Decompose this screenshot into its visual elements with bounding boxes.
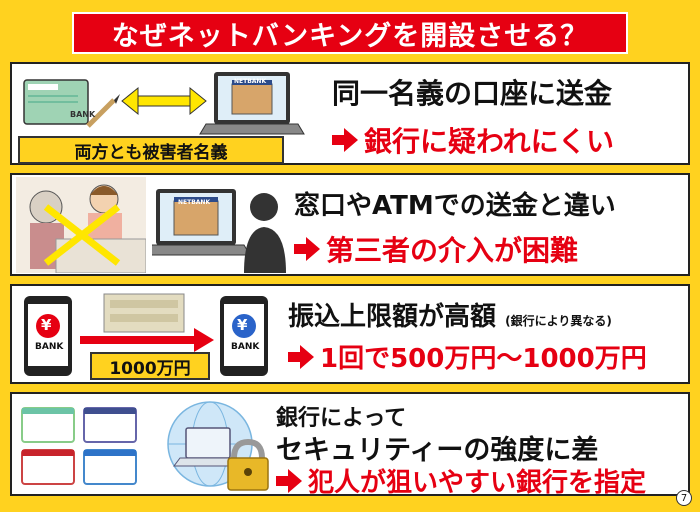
reason-panel-security-gap: 銀行によって セキュリティーの強度に差 犯人が狙いやすい銀行を指定 [10, 392, 690, 499]
reason-panel-same-name: BANK NETBANK 両方とも被害者名義 同一名義の口座に送金 銀行に疑われ… [10, 62, 690, 165]
yen-symbol: ¥ [237, 316, 248, 334]
panel-2-result-text: 第三者の介入が困難 [326, 234, 579, 267]
caption-text: 両方とも被害者名義 [74, 142, 228, 163]
panel-4-result: 犯人が狙いやすい銀行を指定 [276, 462, 646, 499]
red-arrow-icon [80, 328, 214, 352]
panel-2-result: 第三者の介入が困難 [294, 229, 578, 269]
person-with-laptop-illustration [152, 189, 286, 273]
transfer-illustration [24, 293, 268, 376]
red-arrow-icon [332, 128, 358, 152]
double-arrow-icon [121, 86, 207, 116]
padlock-icon [227, 438, 269, 491]
bank-card-icon [83, 449, 137, 485]
red-arrow-icon [276, 468, 302, 493]
passbook-to-laptop-illustration [23, 72, 305, 135]
panel-4-result-text: 犯人が狙いやすい銀行を指定 [308, 468, 647, 498]
reason-panel-high-limit: ¥ ¥ BANK BANK 1000万円 振込上限額が高額 (銀行により異なる)… [10, 284, 690, 384]
smartphone-icon [220, 296, 268, 376]
laptop-icon [173, 427, 243, 467]
panel-1-result: 銀行に疑われにくい [332, 120, 614, 160]
laptop-label: NETBANK [178, 199, 211, 206]
amount-caption: 1000万円 [90, 352, 210, 380]
page-number: 7 [676, 490, 692, 506]
passbook-label: BANK [70, 110, 96, 119]
panel-4-heading-line1: 銀行によって [276, 406, 407, 431]
slide-title: なぜネットバンキングを開設させる？ [111, 20, 589, 52]
phone-label: BANK [35, 342, 64, 352]
bank-counter-illustration [16, 177, 146, 273]
panel-3-heading-text: 振込上限額が高額 [288, 302, 497, 332]
panel-1-heading: 同一名義の口座に送金 [332, 77, 613, 110]
panel-2-heading: 窓口やATMでの送金と違い [294, 191, 616, 221]
laptop-icon [152, 189, 251, 256]
laptop-icon [199, 72, 305, 135]
bank-card-icon [21, 407, 75, 443]
reason-panel-no-third-party: NETBANK 窓口やATMでの送金と違い 第三者の介入が困難 [10, 173, 690, 276]
smartphone-icon [24, 296, 72, 376]
panel-1-result-text: 銀行に疑われにくい [364, 125, 615, 158]
panel-3-result: 1回で500万円〜1000万円 [288, 338, 647, 375]
money-stack-icon [103, 293, 185, 333]
phone-label: BANK [231, 342, 260, 352]
bank-card-icon [21, 449, 75, 485]
amount-caption-text: 1000万円 [109, 358, 191, 379]
pen-icon [86, 94, 120, 128]
panel-3-heading: 振込上限額が高額 (銀行により異なる) [288, 296, 612, 333]
person-silhouette-icon [244, 193, 286, 273]
panel-3-result-text: 1回で500万円〜1000万円 [320, 344, 647, 374]
globe-laptop-lock-illustration [167, 401, 269, 491]
red-arrow-icon [288, 344, 314, 369]
panel-4-heading-line2: セキュリティーの強度に差 [276, 435, 599, 466]
panel-3-note: (銀行により異なる) [505, 314, 612, 328]
red-arrow-icon [294, 237, 320, 261]
laptop-label: NETBANK [234, 78, 267, 85]
yen-symbol: ¥ [41, 316, 52, 334]
victim-name-caption: 両方とも被害者名義 [18, 136, 284, 164]
bank-card-icon [83, 407, 137, 443]
bank-cards-illustration [21, 407, 137, 485]
title-banner: なぜネットバンキングを開設させる？ [72, 12, 628, 54]
passbook-icon [23, 79, 89, 125]
